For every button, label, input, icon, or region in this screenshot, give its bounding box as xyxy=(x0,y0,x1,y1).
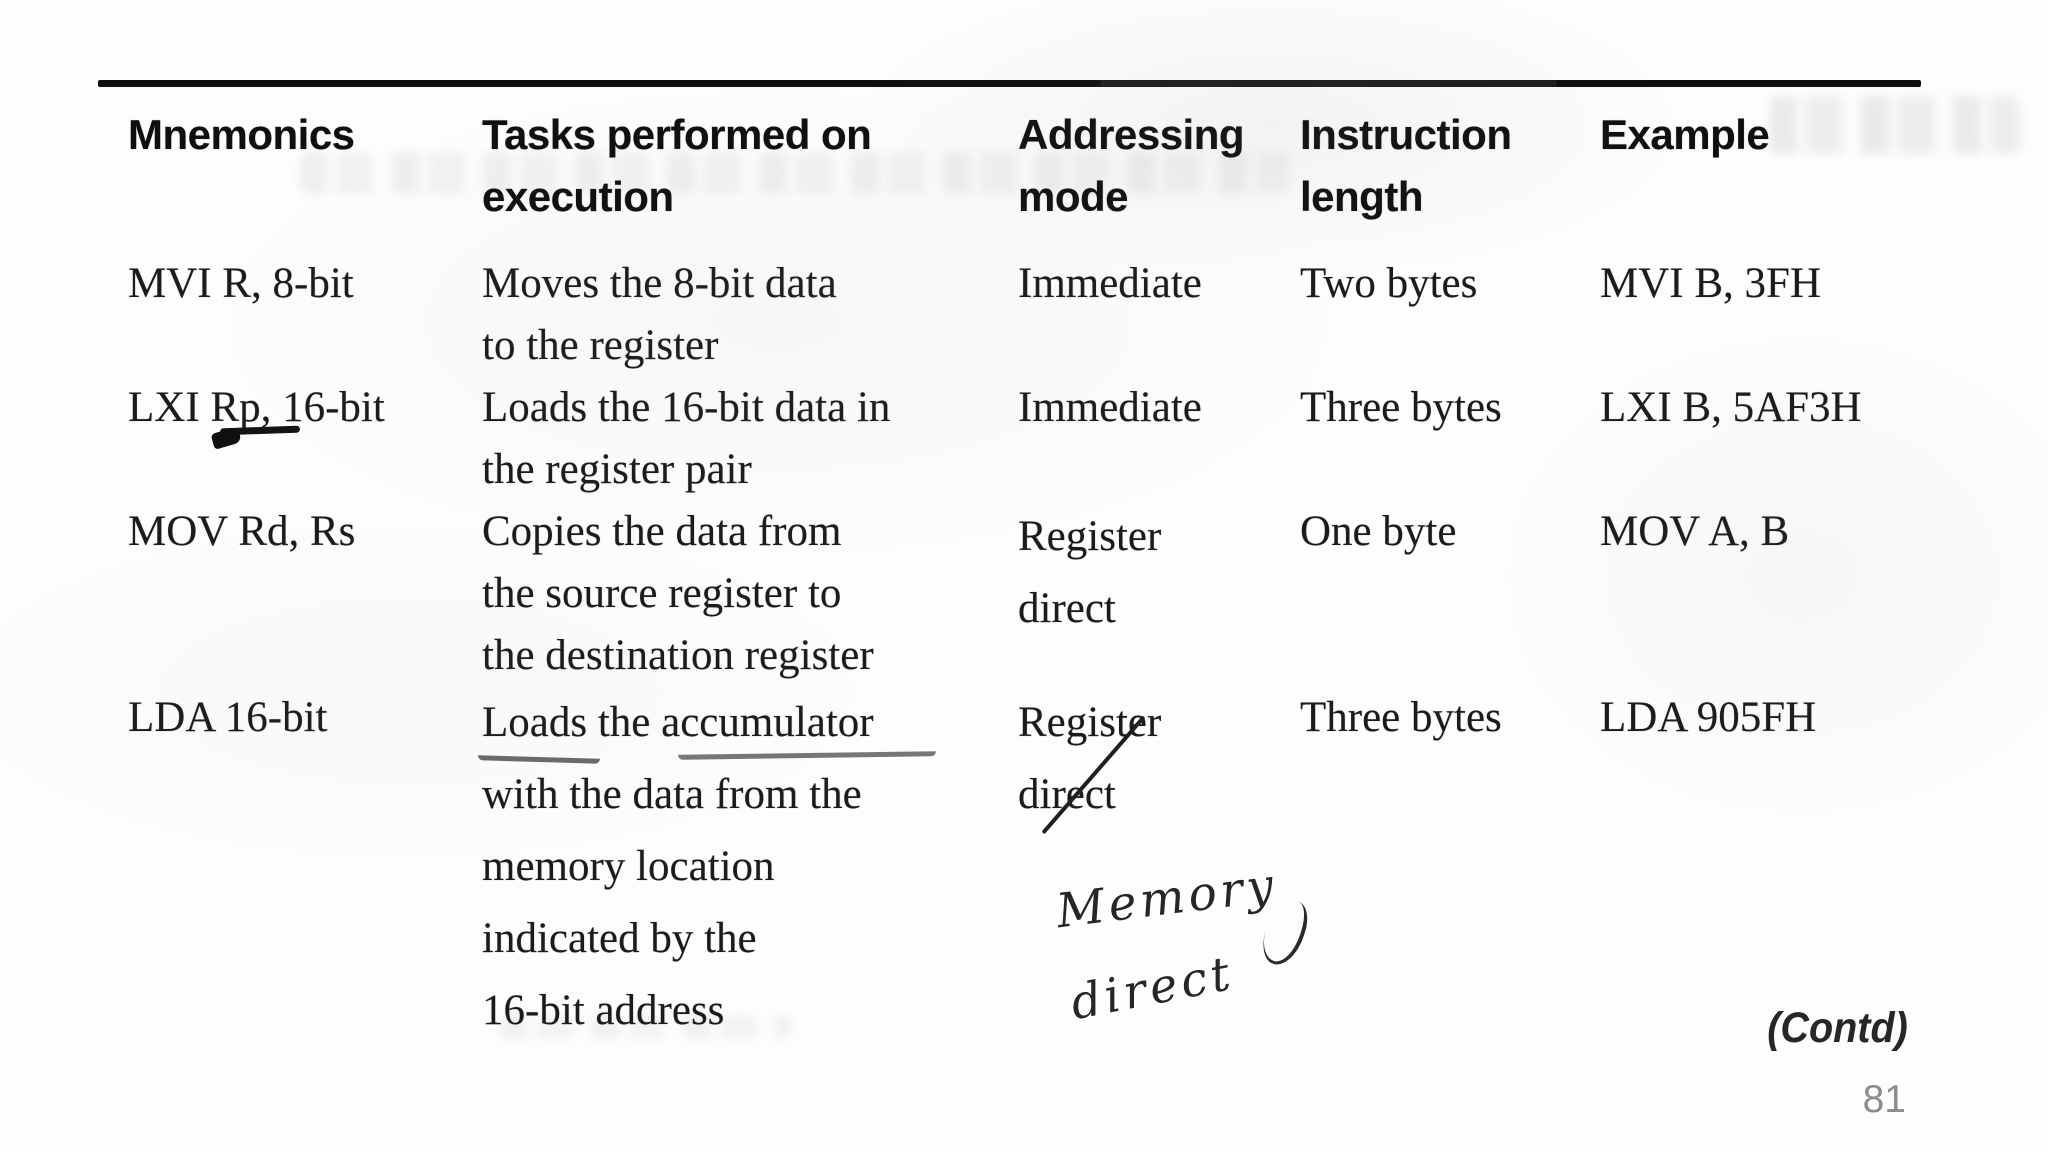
task-text: Copies the data from the source register… xyxy=(482,508,874,679)
cell-mnemonic: MOV Rd, Rs xyxy=(128,501,482,687)
cell-task: Moves the 8-bit data to the register xyxy=(482,253,1018,377)
mnemonic-text: LDA 16-bit xyxy=(128,694,328,741)
header-label: Instruction length xyxy=(1300,111,1512,220)
cell-mnemonic: LXI Rp, 16-bit xyxy=(128,377,482,501)
table-row-mov: MOV Rd, Rs Copies the data from the sour… xyxy=(128,501,1920,687)
header-label: Tasks performed on execution xyxy=(482,111,872,220)
mnemonic-text: MVI R, 8-bit xyxy=(128,260,354,307)
mode-text: Register direct xyxy=(1018,513,1162,632)
table-row-lda: LDA 16-bit Loads the accumulator with th… xyxy=(128,687,1920,1047)
handwritten-direct-text: direct xyxy=(1066,945,1239,1032)
cell-mode: Register direct Memory direct xyxy=(1018,687,1314,1047)
header-label: Mnemonics xyxy=(128,111,355,158)
task-text: Loads the 16-bit data in the register pa… xyxy=(482,384,891,493)
cell-length: Three bytes xyxy=(1300,377,1600,501)
header-example: Example xyxy=(1600,104,1920,228)
page-number: 81 xyxy=(1862,1078,1906,1121)
cell-mnemonic: LDA 16-bit xyxy=(128,687,482,1047)
cell-example: LXI B, 5AF3H xyxy=(1600,377,1920,501)
mnemonic-text: LXI Rp, 16-bit xyxy=(128,384,385,431)
example-text: LXI B, 5AF3H xyxy=(1600,384,1862,431)
table-row-lxi: LXI Rp, 16-bit Loads the 16-bit data in … xyxy=(128,377,1920,501)
task-text: Moves the 8-bit data to the register xyxy=(482,260,837,369)
cell-length: One byte xyxy=(1300,501,1600,687)
header-label: Example xyxy=(1600,111,1770,158)
cell-length: Three bytes xyxy=(1300,687,1600,1047)
cell-task: Loads the 16-bit data in the register pa… xyxy=(482,377,1018,501)
header-label: Addressing mode xyxy=(1018,111,1245,220)
table-row-mvi: MVI R, 8-bit Moves the 8-bit data to the… xyxy=(128,253,1920,377)
header-mnemonics: Mnemonics xyxy=(128,104,482,228)
mode-text: Immediate xyxy=(1018,384,1202,431)
cell-length: Two bytes xyxy=(1300,253,1600,377)
table-header-row: Mnemonics Tasks performed on execution A… xyxy=(128,104,1920,228)
table-top-rule xyxy=(98,80,1921,87)
mnemonic-text: MOV Rd, Rs xyxy=(128,508,356,555)
cell-mode: Immediate xyxy=(1018,377,1300,501)
cell-mode: Register direct xyxy=(1018,501,1300,687)
cell-task: Loads the accumulator with the data from… xyxy=(477,687,1018,1047)
example-text: LDA 905FH xyxy=(1600,694,1817,741)
length-text: Three bytes xyxy=(1300,384,1502,431)
header-tasks: Tasks performed on execution xyxy=(482,104,1018,228)
header-instruction-length: Instruction length xyxy=(1300,104,1600,228)
example-text: MVI B, 3FH xyxy=(1600,260,1822,307)
cell-mode: Immediate xyxy=(1018,253,1300,377)
contd-label: (Contd) xyxy=(1767,1004,1908,1052)
table-body: MVI R, 8-bit Moves the 8-bit data to the… xyxy=(128,253,1920,1047)
mode-text: Immediate xyxy=(1018,260,1202,307)
cell-task: Copies the data from the source register… xyxy=(482,501,1018,687)
length-text: Two bytes xyxy=(1300,260,1478,307)
cell-example: LDA 905FH xyxy=(1600,687,1920,1047)
mode-text: Register direct xyxy=(1018,699,1162,818)
handwritten-memory-text: Memory xyxy=(1053,857,1281,940)
cell-mnemonic: MVI R, 8-bit xyxy=(128,253,482,377)
length-text: Three bytes xyxy=(1300,694,1502,741)
length-text: One byte xyxy=(1300,508,1457,555)
example-text: MOV A, B xyxy=(1600,508,1790,555)
cell-example: MVI B, 3FH xyxy=(1600,253,1920,377)
cell-example: MOV A, B xyxy=(1600,501,1920,687)
header-addressing-mode: Addressing mode xyxy=(1018,104,1300,228)
task-text: Loads the accumulator with the data from… xyxy=(482,699,874,1034)
